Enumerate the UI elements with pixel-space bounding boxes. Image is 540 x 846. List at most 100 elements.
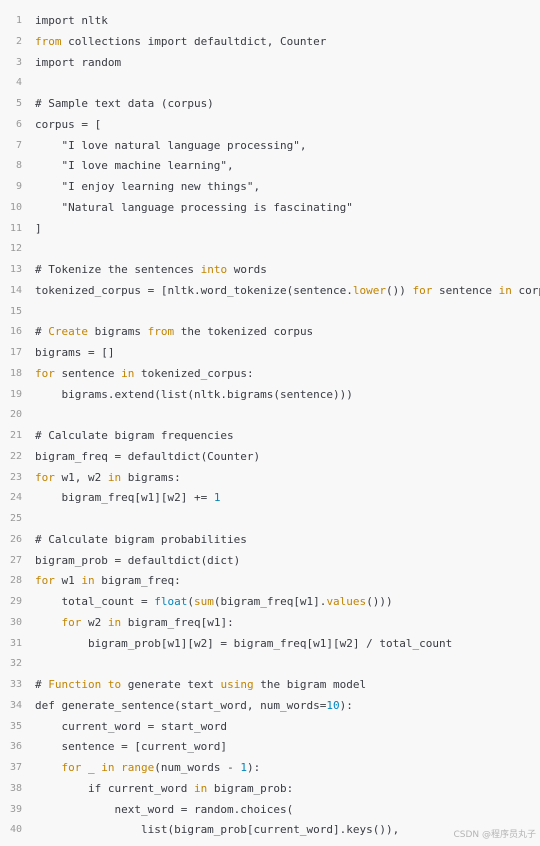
code-token: import nltk [35,14,108,27]
code-text: bigram_freq[w1][w2] += 1 [35,488,220,508]
code-line: 10 "Natural language processing is fasci… [0,198,540,218]
code-token: float [154,595,188,608]
code-token: tokenized_corpus = [nltk.word_tokenize(s… [35,283,353,297]
code-line: 9 "I enjoy learning new things", [0,177,540,197]
line-number: 40 [9,824,22,836]
code-line: 32 [0,654,540,674]
code-token: sentence [54,366,122,380]
code-token: values [326,595,367,608]
line-number: 35 [9,720,22,732]
line-number: 39 [9,803,22,815]
code-token: bigrams = [] [35,346,115,359]
watermark: CSDN @程序员丸子 [453,830,536,840]
code-line: 4 [0,73,540,93]
code-text: list(bigram_prob[current_word].keys()), [35,820,399,840]
line-number: 25 [9,513,22,524]
code-token: bigram_freq = defaultdict(Counter) [35,449,261,463]
code-line: 25 [0,509,540,529]
line-number: 38 [9,782,22,794]
code-token: (bigram_freq[w1]. [213,595,327,608]
code-token: _ [81,761,102,774]
code-token: in [107,470,122,484]
code-line: 12 [0,239,540,259]
line-number: 3 [15,56,22,68]
code-text: bigrams = [] [35,343,114,363]
code-token: corpus] [518,283,540,297]
code-token: bigram_prob = defaultdict(dict) [35,553,241,567]
line-number: 23 [9,471,22,483]
code-token: in [107,615,122,629]
code-line: 39 next_word = random.choices( [0,800,540,820]
code-line: 16# Create bigrams from the tokenized co… [0,322,540,342]
line-number: 17 [9,347,22,358]
code-text: bigrams.extend(list(nltk.bigrams(sentenc… [35,385,353,405]
code-token: # [35,325,49,339]
code-line: 15 [0,302,540,322]
code-text: # Calculate bigram frequencies [35,426,234,446]
code-line: 6 corpus = [ [0,115,540,135]
code-token: sum [193,595,214,608]
code-text: # Calculate bigram probabilities [35,530,247,550]
code-token: sentence = [current_word] [35,740,228,754]
code-line: 11] [0,219,540,239]
line-number: 31 [9,637,22,649]
code-text: current_word = start_word [35,717,227,737]
code-text: tokenized_corpus = [nltk.word_tokenize(s… [35,281,540,301]
line-number: 37 [9,762,22,773]
code-token: corpus = [ [35,117,102,131]
code-text: "I love machine learning", [35,156,233,176]
line-number: 6 [15,118,22,130]
code-token: # Calculate bigram probabilities [35,532,247,546]
code-token: ())) [366,595,393,608]
code-token: next_word = random.choices( [35,802,294,816]
code-token: bigrams.extend(list(nltk.bigrams(sentenc… [35,387,353,401]
code-text: if current_word in bigram_prob: [35,779,293,799]
code-token: bigrams [88,325,148,339]
code-token: for [61,615,82,629]
code-token: # Tokenize the sentences [35,263,201,276]
code-token: the tokenized corpus [174,325,314,339]
code-token: total_count = [35,595,155,608]
code-text: total_count = float(sum(bigram_freq[w1].… [35,592,393,612]
line-number: 5 [15,98,22,109]
line-number: 33 [9,679,22,690]
line-number: 26 [9,533,22,545]
code-token: bigram_freq[w1]: [121,615,234,629]
code-token: for [412,283,433,297]
code-token: tokenized_corpus: [134,366,254,380]
code-token: (num_words - [154,761,241,774]
code-token: collections import defaultdict, Counter [61,34,327,48]
code-token: lower [352,283,387,297]
code-text: for sentence in tokenized_corpus: [35,364,254,384]
code-text: "I enjoy learning new things", [35,177,260,197]
line-number: 19 [9,388,22,400]
code-token [35,761,62,774]
code-token: w2 [81,615,108,629]
line-number: 8 [15,160,22,172]
code-token: into [200,263,228,276]
code-token [101,678,108,691]
code-token: "I love natural language processing", [35,138,307,152]
code-token: 1 [240,761,247,774]
code-token: list(bigram_prob[current_word].keys()), [35,823,400,837]
code-line: 38 if current_word in bigram_prob: [0,779,540,799]
code-text: # Tokenize the sentences into words [35,260,267,280]
line-number: 2 [15,35,22,47]
code-line: 33 # Function to generate text using the … [0,675,540,695]
line-number: 21 [9,430,22,441]
code-token: 1 [213,491,221,505]
code-line: 35 current_word = start_word [0,717,540,737]
code-token: ] [35,221,42,235]
line-number: 29 [9,596,22,607]
code-line: 30 for w2 in bigram_freq[w1]: [0,613,540,633]
code-token: bigram_freq[w1][w2] += [35,491,214,505]
code-text: # Function to generate text using the bi… [35,675,366,695]
line-number: 15 [9,305,22,317]
code-text: for w1, w2 in bigrams: [35,468,181,488]
code-token: to [107,678,122,691]
